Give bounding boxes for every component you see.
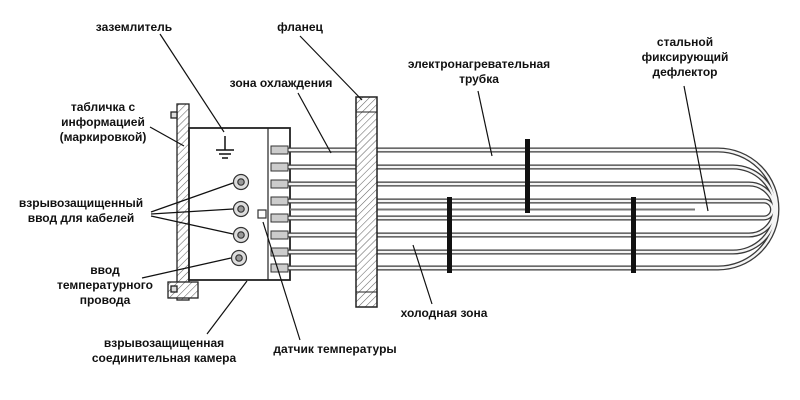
- label-ground: заземлитель: [95, 20, 173, 34]
- label-temp-wire-entry: ввод температурного провода: [57, 263, 153, 307]
- label-cold-zone: холодная зона: [400, 306, 488, 320]
- leader-lines: [141, 33, 709, 341]
- temp-sensor-fitting: [257, 209, 267, 219]
- ground-symbol: [216, 136, 234, 159]
- label-cable-entry: взрывозащищенный ввод для кабелей: [18, 196, 144, 225]
- label-info-plate: табличка с информацией (маркировкой): [59, 100, 147, 144]
- cable-glands: [230, 173, 250, 267]
- heating-tube-bores: [280, 148, 779, 270]
- flange-shape: [355, 96, 378, 308]
- label-heating-tube: электронагревательная трубка: [407, 57, 551, 86]
- deflector-bars: [447, 139, 636, 273]
- label-flange: фланец: [277, 20, 323, 34]
- label-deflector: стальной фиксирующий дефлектор: [641, 35, 729, 79]
- label-cooling-zone: зона охлаждения: [229, 76, 333, 90]
- label-temp-sensor: датчик температуры: [273, 342, 397, 356]
- tube-fittings: [270, 145, 289, 273]
- label-junction-chamber: взрывозащищенная соединительная камера: [91, 336, 237, 365]
